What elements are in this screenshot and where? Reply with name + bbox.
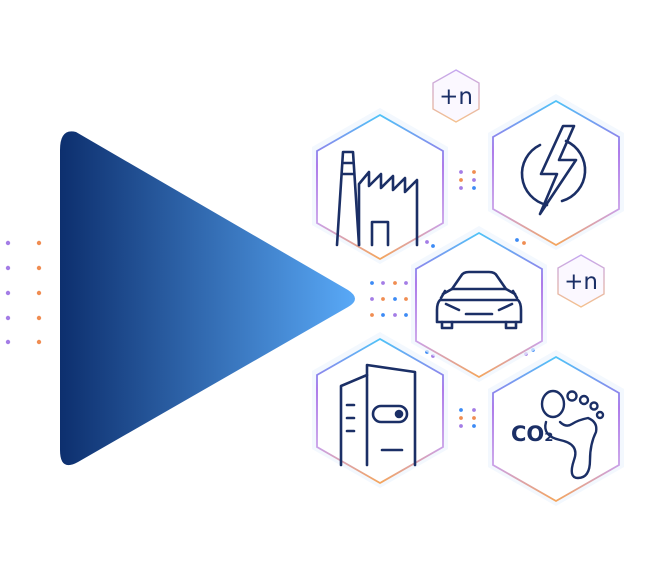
hex-energy — [488, 94, 624, 250]
arrow-triangle — [60, 131, 355, 466]
triangle-connector-dots — [370, 281, 408, 317]
hex-co2: CO₂ — [488, 350, 624, 506]
footprint-icon — [540, 389, 605, 480]
badge-plus-n-right: +n — [557, 254, 605, 308]
lightning-icon — [520, 124, 587, 216]
left-dot-grid — [5, 240, 42, 345]
hex-factory — [312, 108, 448, 264]
factory-icon — [335, 150, 419, 247]
building-icon — [339, 363, 417, 467]
car-icon — [435, 270, 523, 330]
co2-label: CO₂ — [511, 422, 553, 446]
badge-label: +n — [564, 269, 598, 295]
hex-car — [411, 226, 547, 382]
badge-label: +n — [439, 84, 473, 110]
badge-plus-n-top: +n — [432, 69, 480, 123]
hex-building — [312, 332, 448, 488]
